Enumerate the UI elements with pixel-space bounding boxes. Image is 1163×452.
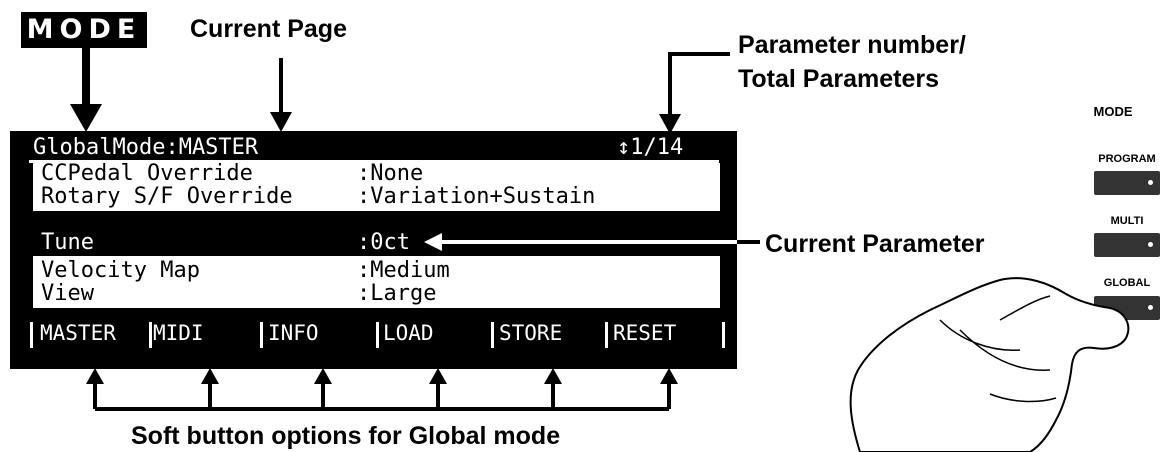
- soft-button-arrows: [93, 380, 671, 409]
- total-parameters-callout: Total Parameters: [738, 65, 940, 93]
- soft-button-info[interactable]: INFO: [268, 321, 319, 345]
- panel-mode-label: MODE: [1093, 104, 1133, 119]
- parameter-number-callout: Parameter number/: [738, 31, 966, 59]
- lcd-row-block-top: [33, 163, 720, 211]
- panel-global-label: GLOBAL: [1103, 277, 1151, 289]
- lcd-row-block-bottom: [33, 256, 720, 308]
- led-indicator: [1148, 242, 1153, 247]
- program-button[interactable]: [1094, 171, 1160, 195]
- lcd-row-value-selected: :0ct: [357, 230, 410, 255]
- lcd-title-divider: [29, 160, 719, 163]
- hand-icon: [849, 277, 1130, 452]
- lcd-row-name: Velocity Map: [41, 258, 200, 283]
- parameter-number-arrow: [668, 52, 730, 118]
- soft-button-reset[interactable]: RESET: [613, 321, 677, 345]
- current-parameter-callout: Current Parameter: [765, 230, 985, 258]
- soft-button-arrow-heads: [86, 368, 678, 384]
- lcd-row-name: View: [41, 281, 94, 306]
- mode-tag: MODE: [21, 12, 147, 48]
- lcd-row-value: :Variation+Sustain: [357, 184, 596, 209]
- hand-finger-lines: [939, 295, 1057, 403]
- lcd-row-name: Rotary S/F Override: [41, 184, 293, 209]
- lcd-row-value: :Large: [357, 281, 437, 306]
- mode-arrow-head: [70, 104, 102, 132]
- soft-button-load[interactable]: LOAD: [383, 321, 434, 345]
- multi-button[interactable]: [1094, 233, 1160, 257]
- soft-tab-divider: [491, 322, 494, 348]
- soft-button-master[interactable]: MASTER: [40, 321, 116, 345]
- led-indicator: [1148, 180, 1153, 185]
- current-page-callout: Current Page: [190, 15, 347, 43]
- soft-tab-divider: [149, 322, 152, 348]
- current-parameter-arrow-head: [424, 233, 442, 251]
- lcd-row-name-selected: Tune: [41, 230, 94, 255]
- lcd-row-value: :None: [357, 161, 424, 186]
- soft-button-midi[interactable]: MIDI: [153, 321, 204, 345]
- led-indicator: [1148, 305, 1153, 310]
- soft-tab-divider: [605, 322, 608, 348]
- panel-program-label: PROGRAM: [1098, 153, 1156, 165]
- soft-tab-divider: [376, 322, 379, 348]
- lcd-page-title: GlobalMode:MASTER: [33, 135, 259, 160]
- soft-button-callout: Soft button options for Global mode: [131, 422, 561, 450]
- soft-tab-divider: [30, 322, 33, 348]
- panel-multi-label: MULTI: [1110, 215, 1144, 227]
- soft-button-store[interactable]: STORE: [499, 321, 563, 345]
- lcd-row-value: :Medium: [357, 258, 450, 283]
- lcd-page-counter: ↕1/14: [617, 135, 684, 160]
- soft-tab-divider: [722, 322, 725, 348]
- soft-tab-divider: [260, 322, 263, 348]
- lcd-row-name: CCPedal Override: [41, 161, 253, 186]
- current-page-arrow-head: [270, 112, 292, 132]
- parameter-number-arrow-head: [659, 114, 681, 134]
